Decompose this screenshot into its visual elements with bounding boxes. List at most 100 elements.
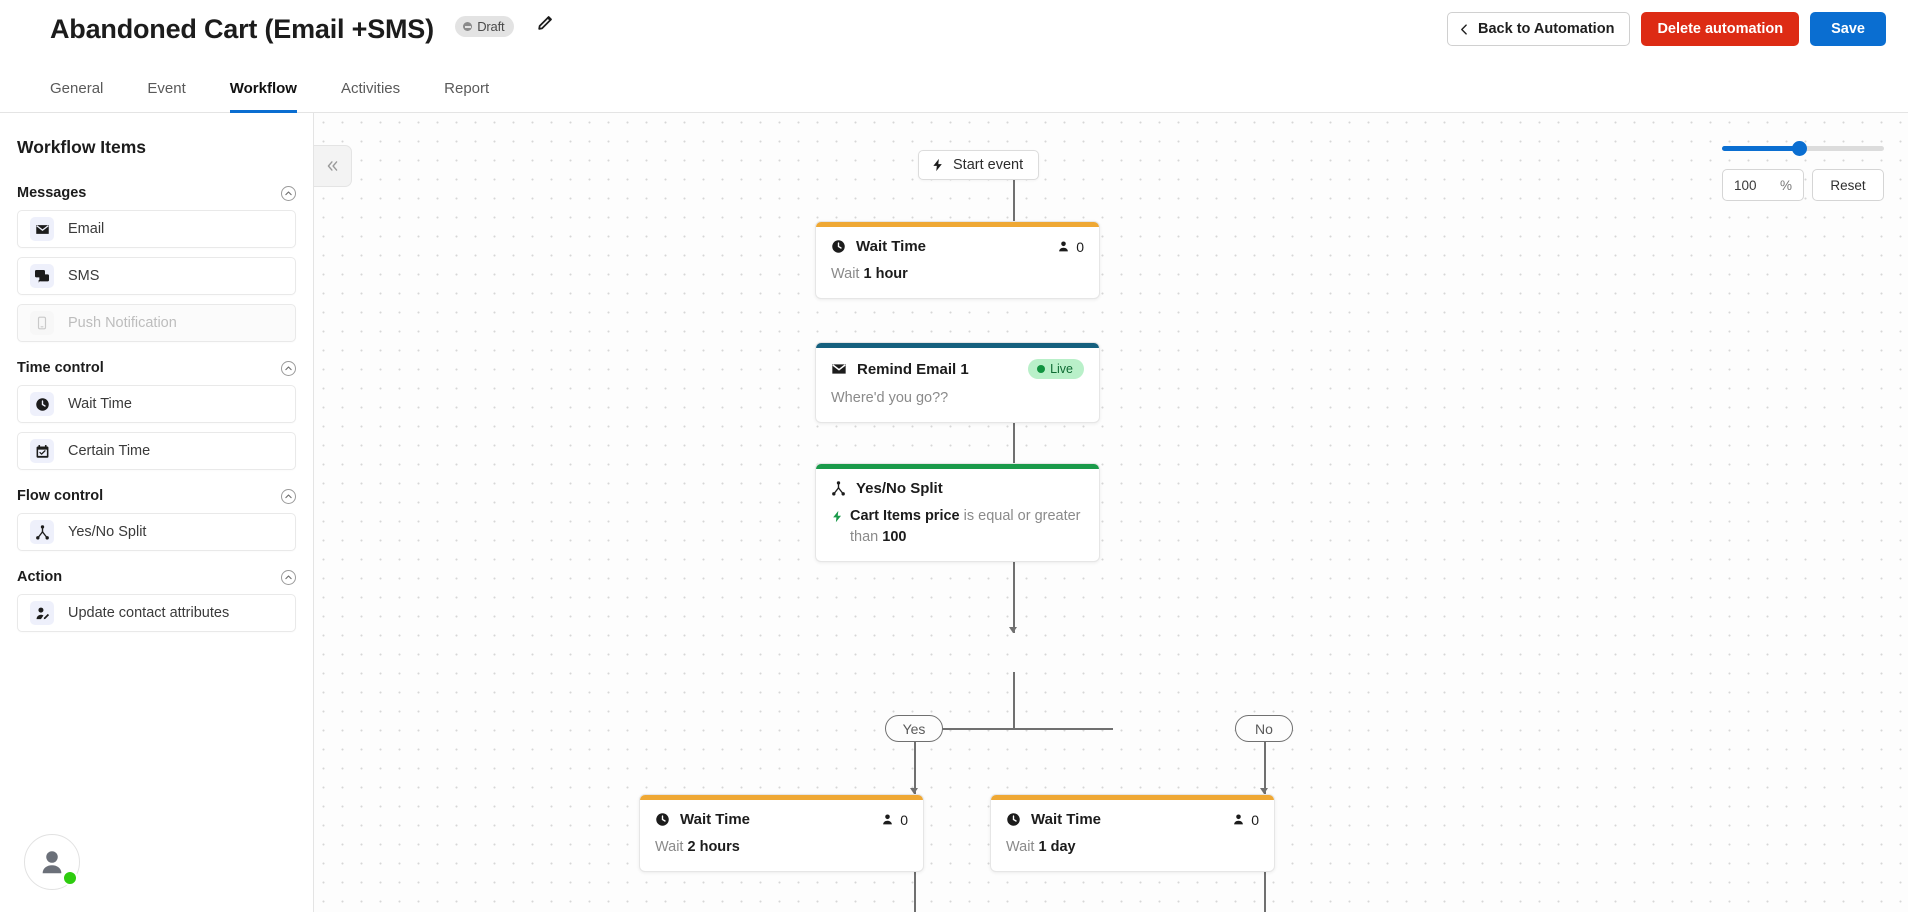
contact-count: 0: [1232, 812, 1259, 828]
zoom-slider-knob[interactable]: [1792, 140, 1807, 156]
person-icon: [1234, 814, 1244, 825]
sidebar-title: Workflow Items: [17, 137, 147, 157]
contact-count-value: 0: [1251, 811, 1259, 828]
zoom-reset-button[interactable]: Reset: [1812, 169, 1884, 201]
node-remind-email-1[interactable]: Remind Email 1 Live Where'd you go??: [815, 342, 1100, 424]
node-wait-time-1[interactable]: Wait Time 0 Wait 1 hour: [815, 221, 1100, 300]
sidebar-item-certain-time[interactable]: Certain Time: [17, 432, 296, 470]
sidebar-group-action-header: Action: [17, 560, 296, 585]
delete-automation-button[interactable]: Delete automation: [1641, 12, 1800, 46]
zoom-slider-fill: [1722, 145, 1799, 151]
chevron-up-icon[interactable]: [281, 360, 296, 376]
edge-split-down: [1013, 672, 1015, 729]
back-to-automation-button[interactable]: Back to Automation: [1447, 12, 1631, 46]
tab-workflow[interactable]: Workflow: [229, 80, 297, 113]
pencil-icon[interactable]: [536, 13, 555, 32]
clock-icon: [656, 813, 669, 826]
chevron-left-icon: [1461, 23, 1467, 35]
sidebar-item-label: Wait Time: [68, 396, 132, 412]
wait-prefix: Wait: [831, 266, 860, 282]
person-icon: [883, 814, 893, 825]
edge-no-branch: [1264, 728, 1266, 794]
person-edit-icon: [30, 601, 54, 625]
node-type-bar: [816, 464, 1099, 469]
sidebar-item-update-contact-attributes[interactable]: Update contact attributes: [17, 594, 296, 632]
condition-value: 100: [882, 529, 907, 546]
sidebar-group-label: Flow control: [17, 488, 104, 504]
sidebar-item-sms[interactable]: SMS: [17, 257, 296, 295]
wait-prefix: Wait: [1006, 839, 1035, 855]
status-badge-live: Live: [1028, 359, 1084, 379]
zoom-value: 100: [1734, 177, 1757, 193]
lightning-bolt-icon: [833, 510, 842, 523]
node-type-bar: [991, 795, 1274, 800]
status-badge: Draft: [455, 16, 515, 37]
node-title: Yes/No Split: [856, 480, 943, 497]
wait-value: 1 hour: [863, 266, 908, 282]
sidebar-item-email[interactable]: Email: [17, 210, 296, 248]
node-type-bar: [816, 222, 1099, 227]
split-branch-icon: [832, 481, 845, 496]
status-badge-label: Live: [1050, 362, 1073, 376]
workflow-canvas[interactable]: 100 % Reset: [314, 113, 1908, 912]
clock-icon: [832, 240, 845, 253]
sidebar-group-messages-header: Messages: [17, 176, 296, 201]
status-badge-label: Draft: [477, 19, 505, 34]
edge-wait2-to-sms: [914, 850, 916, 912]
edge-arrow: [1260, 788, 1268, 794]
sidebar-item-label: Push Notification: [68, 315, 177, 331]
sidebar-item-push-notification: Push Notification: [17, 304, 296, 342]
node-title: Remind Email 1: [857, 360, 969, 378]
lightning-bolt-icon: [933, 158, 942, 172]
sidebar-group-flow-control-header: Flow control: [17, 479, 296, 504]
node-subtitle: Wait 1 day: [1006, 837, 1259, 858]
zoom-controls-row: 100 % Reset: [1722, 169, 1884, 201]
top-bar-actions: Back to Automation Delete automation Sav…: [1447, 12, 1886, 46]
node-wait-time-3[interactable]: Wait Time 0 Wait 1 day: [990, 794, 1275, 873]
chevron-up-icon[interactable]: [281, 185, 296, 201]
contact-count: 0: [1057, 239, 1084, 255]
tab-report[interactable]: Report: [444, 80, 490, 97]
live-dot-icon: [1037, 365, 1046, 373]
node-subtitle: Wait 2 hours: [655, 837, 908, 858]
zoom-unit: %: [1779, 177, 1792, 193]
sidebar-collapse-button[interactable]: [314, 145, 352, 187]
wait-value: 1 day: [1038, 839, 1076, 855]
tab-event[interactable]: Event: [147, 80, 186, 97]
sidebar-item-yes-no-split[interactable]: Yes/No Split: [17, 513, 296, 551]
chat-bubbles-icon: [30, 264, 54, 288]
wait-prefix: Wait: [655, 839, 684, 855]
mobile-phone-icon: [30, 311, 54, 335]
tab-activities[interactable]: Activities: [340, 80, 401, 97]
avatar[interactable]: [24, 834, 80, 890]
condition-operator: is equal or greater than: [850, 508, 1081, 546]
node-condition: Cart Items price is equal or greater tha…: [831, 506, 1084, 548]
sidebar-group-label: Action: [17, 569, 63, 585]
node-yes-no-split[interactable]: Yes/No Split Cart Items price is equal o…: [815, 463, 1100, 563]
contact-count: 0: [881, 812, 908, 828]
tab-general[interactable]: General: [50, 80, 104, 97]
start-event-label: Start event: [953, 157, 1024, 173]
save-button[interactable]: Save: [1810, 12, 1886, 46]
branch-label-no[interactable]: No: [1235, 715, 1293, 742]
back-to-automation-label: Back to Automation: [1478, 21, 1615, 37]
sidebar-group-label: Messages: [17, 185, 87, 201]
sidebar-item-wait-time[interactable]: Wait Time: [17, 385, 296, 423]
node-type-bar: [640, 795, 923, 800]
status-indicator-online: [62, 870, 78, 886]
main-body: Workflow Items Messages Email SMS Push N…: [0, 113, 1908, 912]
chevron-up-icon[interactable]: [281, 569, 296, 585]
node-wait-time-2[interactable]: Wait Time 0 Wait 2 hours: [639, 794, 924, 873]
zoom-slider[interactable]: [1722, 138, 1884, 158]
calendar-check-icon: [30, 439, 54, 463]
chevron-up-icon[interactable]: [281, 488, 296, 504]
branch-label-yes[interactable]: Yes: [885, 715, 943, 742]
edge-wait1-to-email1: [1013, 401, 1015, 511]
zoom-input[interactable]: 100 %: [1722, 169, 1804, 201]
node-subtitle: Where'd you go??: [831, 390, 949, 406]
edge-email1-to-split: [1013, 523, 1015, 633]
start-event-node[interactable]: Start event: [918, 150, 1040, 180]
node-subtitle: Wait 1 hour: [831, 264, 1084, 285]
page-title-text: Abandoned Cart (Email +SMS): [50, 14, 434, 44]
condition-field: Cart Items price: [850, 508, 960, 524]
